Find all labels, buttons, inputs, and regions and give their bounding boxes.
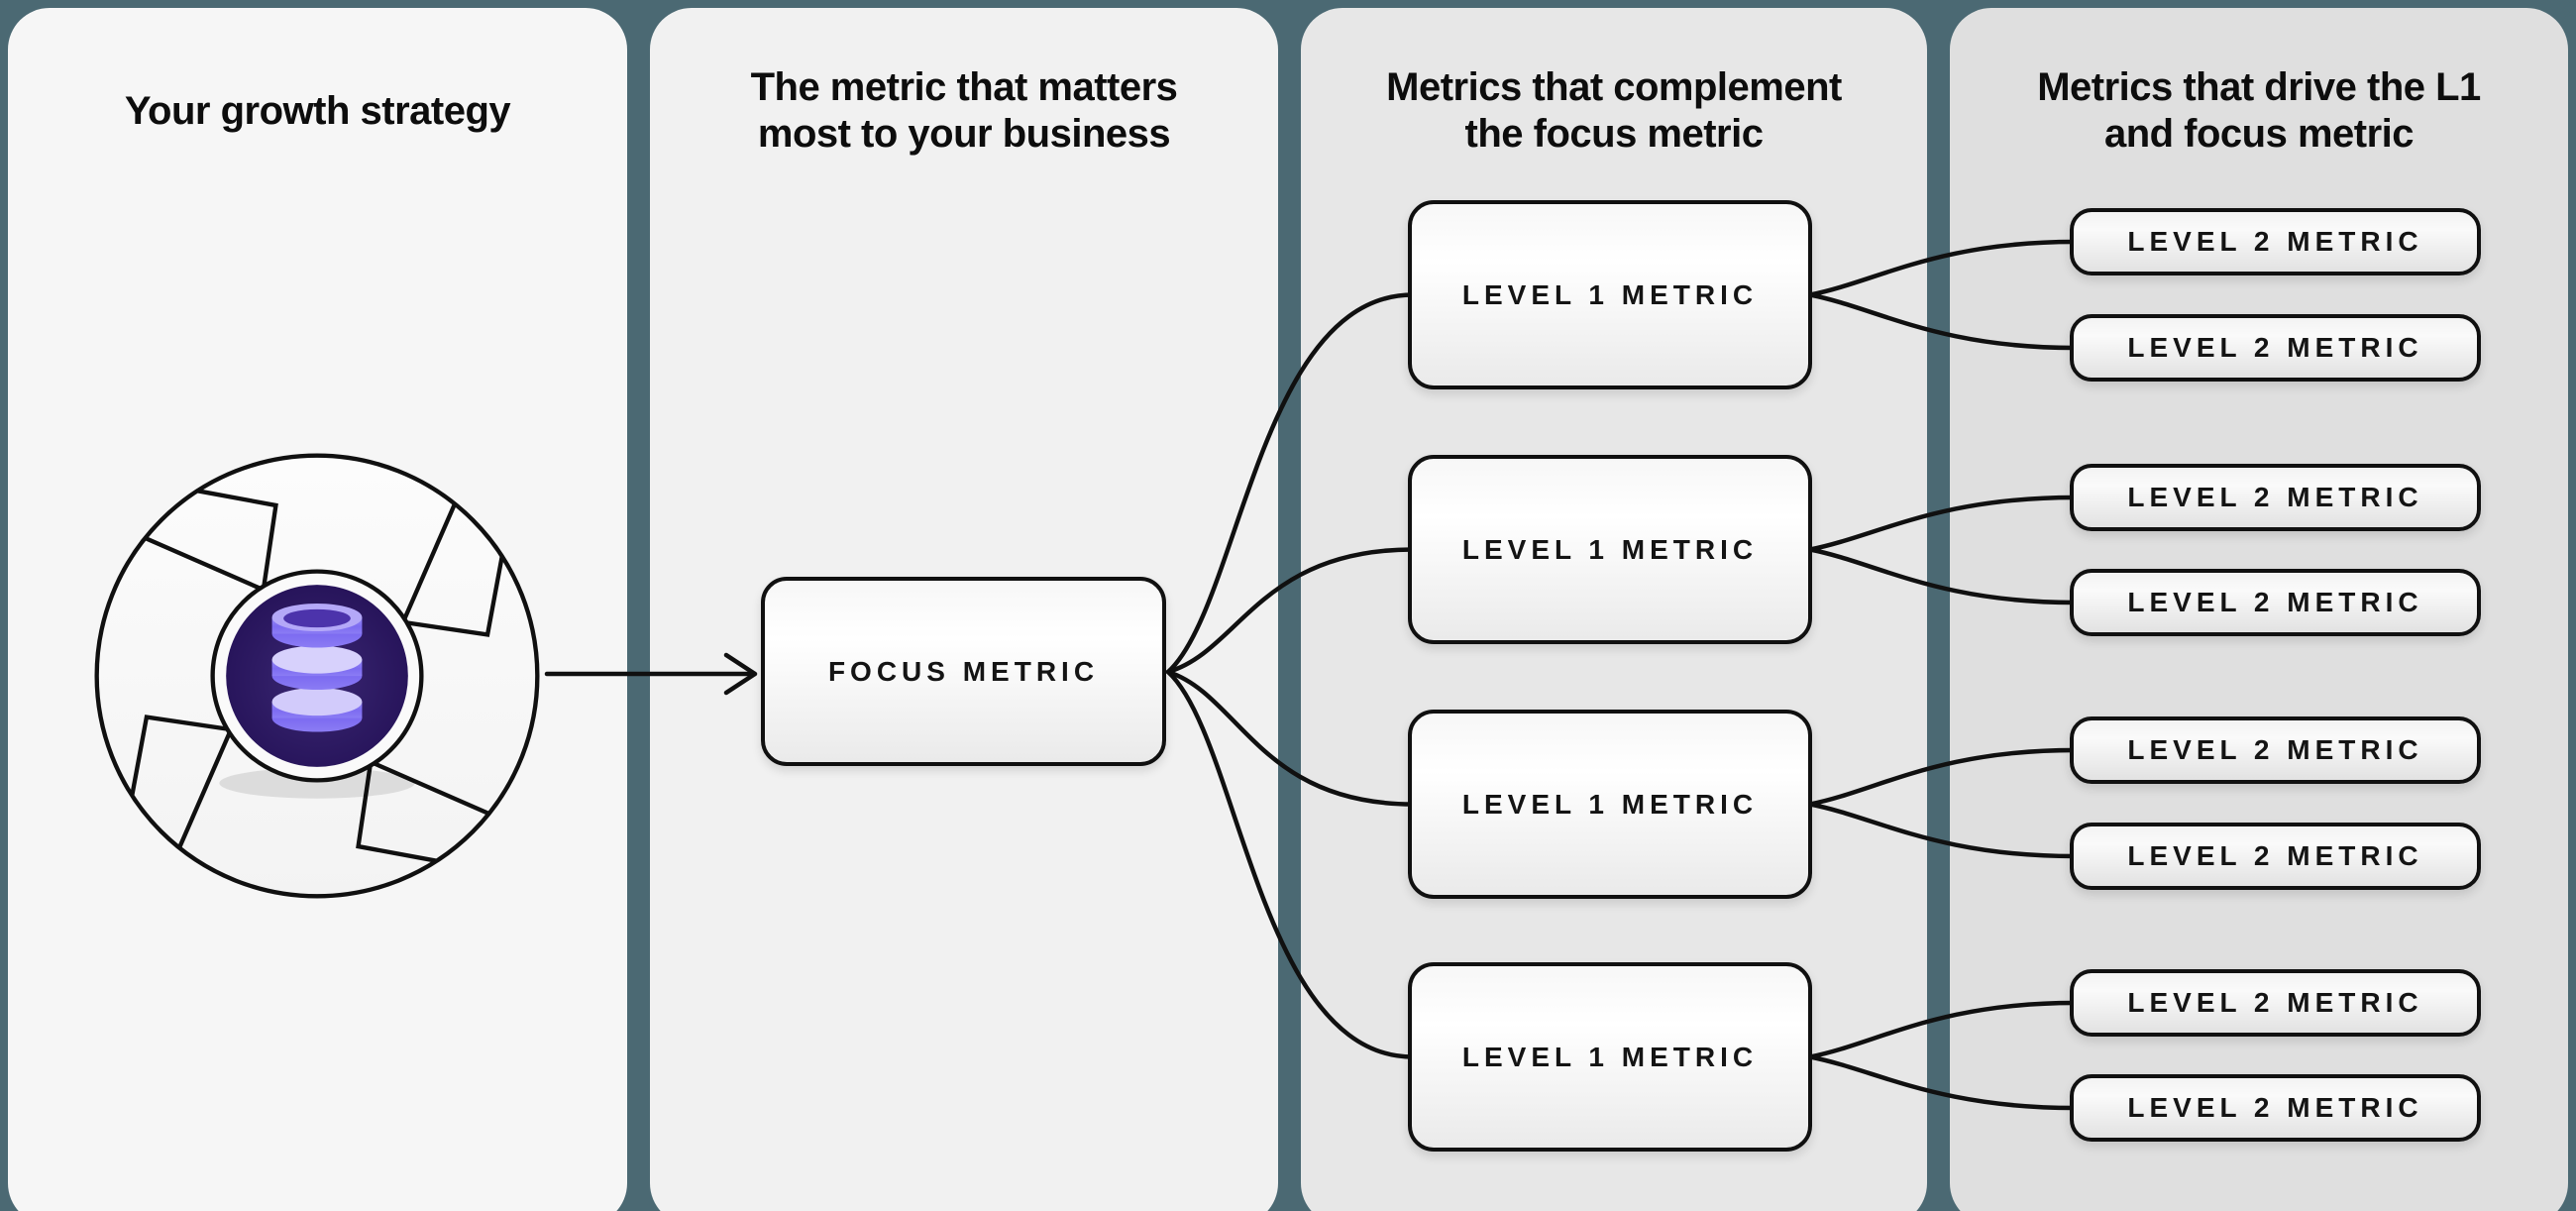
level2-metric-box: LEVEL 2 METRIC bbox=[2070, 464, 2481, 531]
level2-metric-label: LEVEL 2 METRIC bbox=[2127, 332, 2423, 363]
level2-metric-label: LEVEL 2 METRIC bbox=[2127, 587, 2423, 617]
level1-metric-label: LEVEL 1 METRIC bbox=[1461, 278, 1759, 310]
level2-metric-box: LEVEL 2 METRIC bbox=[2070, 1074, 2481, 1142]
level2-metric-box: LEVEL 2 METRIC bbox=[2070, 569, 2481, 636]
focus-metric-label: FOCUS METRIC bbox=[827, 655, 1100, 687]
level1-metric-box: LEVEL 1 METRIC bbox=[1408, 962, 1812, 1152]
level2-metric-box: LEVEL 2 METRIC bbox=[2070, 716, 2481, 784]
panel-title-line: Metrics that drive the L1 bbox=[2037, 65, 2481, 109]
level2-metric-label: LEVEL 2 METRIC bbox=[2127, 987, 2423, 1018]
panel-title-line: and focus metric bbox=[2103, 112, 2415, 156]
panel-title-line: Metrics that complement bbox=[1386, 65, 1842, 109]
level2-metric-box: LEVEL 2 METRIC bbox=[2070, 823, 2481, 890]
level2-metric-label: LEVEL 2 METRIC bbox=[2127, 734, 2423, 765]
panel-title-line: Your growth strategy bbox=[124, 88, 511, 133]
level2-metric-box: LEVEL 2 METRIC bbox=[2070, 314, 2481, 382]
level1-metric-box: LEVEL 1 METRIC bbox=[1408, 710, 1812, 899]
hub-shadow bbox=[219, 767, 415, 799]
panel-title: Metrics that complement the focus metric bbox=[1301, 52, 1927, 170]
level1-metric-label: LEVEL 1 METRIC bbox=[1461, 1041, 1759, 1072]
flywheel-icon bbox=[94, 453, 540, 899]
level1-metric-box: LEVEL 1 METRIC bbox=[1408, 455, 1812, 644]
level1-metric-label: LEVEL 1 METRIC bbox=[1461, 533, 1759, 565]
level2-metric-label: LEVEL 2 METRIC bbox=[2127, 226, 2423, 257]
level1-metric-box: LEVEL 1 METRIC bbox=[1408, 200, 1812, 389]
level2-metric-box: LEVEL 2 METRIC bbox=[2070, 208, 2481, 275]
panel-title: Your growth strategy bbox=[8, 52, 627, 170]
level2-metric-label: LEVEL 2 METRIC bbox=[2127, 840, 2423, 871]
level2-metric-label: LEVEL 2 METRIC bbox=[2127, 482, 2423, 512]
focus-metric-box: FOCUS METRIC bbox=[761, 577, 1166, 766]
panel-title-line: most to your business bbox=[757, 112, 1171, 156]
database-icon bbox=[271, 604, 363, 732]
panel-title-line: The metric that matters bbox=[750, 65, 1178, 109]
level1-metric-label: LEVEL 1 METRIC bbox=[1461, 788, 1759, 820]
panel-title-line: the focus metric bbox=[1464, 112, 1764, 156]
flywheel-blades bbox=[130, 489, 504, 863]
panel-title: The metric that matters most to your bus… bbox=[650, 52, 1278, 170]
level2-metric-box: LEVEL 2 METRIC bbox=[2070, 969, 2481, 1037]
level2-metric-label: LEVEL 2 METRIC bbox=[2127, 1092, 2423, 1123]
panel-title: Metrics that drive the L1 and focus metr… bbox=[1950, 52, 2568, 170]
